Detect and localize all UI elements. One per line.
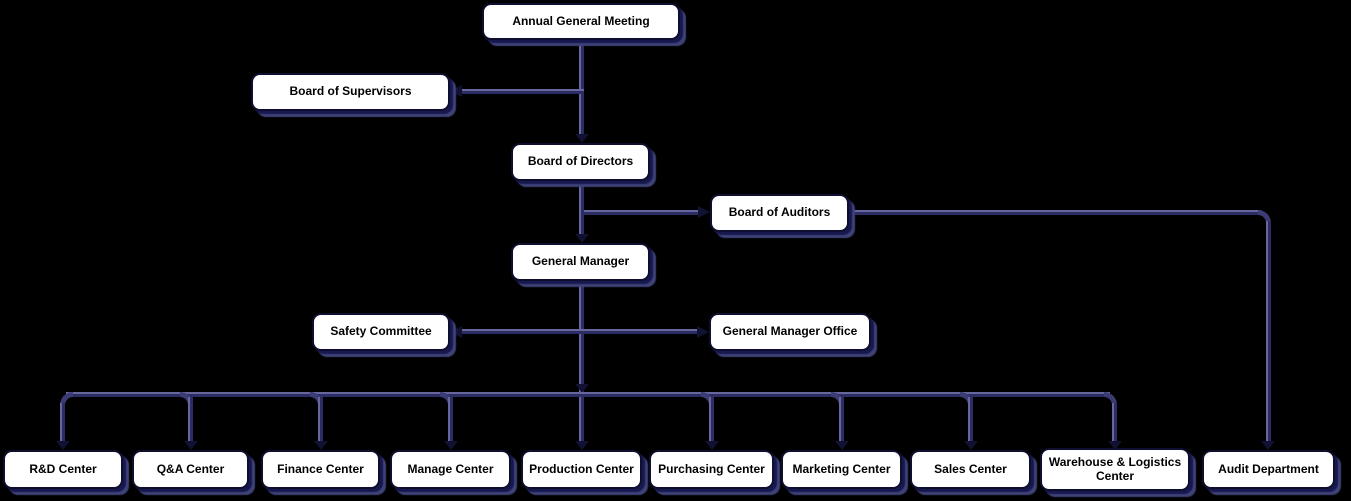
connector-bus-manage	[448, 397, 453, 442]
arrowhead-manage-icon	[444, 441, 458, 450]
connector-agm-directors	[579, 40, 584, 135]
node-board-of-supervisors[interactable]: Board of Supervisors	[251, 73, 450, 111]
connector-bus-purchasing	[709, 397, 714, 442]
arrowhead-finance-icon	[314, 441, 328, 450]
node-label: General Manager Office	[722, 324, 858, 339]
node-label: General Manager	[531, 254, 630, 269]
arrowhead-gm-icon	[575, 234, 589, 243]
node-warehouse-logistics-center[interactable]: Warehouse & Logistics Center	[1040, 448, 1190, 491]
connector-bus	[66, 392, 1110, 397]
connector-trunk-auditors	[584, 210, 700, 215]
node-production-center[interactable]: Production Center	[521, 450, 642, 489]
node-label: Manage Center	[407, 461, 494, 476]
connector-corner	[1104, 392, 1117, 405]
node-label: Annual General Meeting	[512, 13, 650, 28]
node-label: Sales Center	[934, 461, 1007, 476]
node-safety-committee[interactable]: Safety Committee	[312, 313, 450, 351]
node-label: Board of Directors	[527, 154, 634, 169]
connector-corner	[1258, 210, 1271, 223]
node-sales-center[interactable]: Sales Center	[910, 450, 1031, 489]
node-general-manager-office[interactable]: General Manager Office	[709, 313, 871, 351]
connector-bus-warehouse	[1112, 403, 1117, 443]
node-marketing-center[interactable]: Marketing Center	[781, 450, 902, 489]
arrowhead-qa-icon	[184, 441, 198, 450]
node-label: Marketing Center	[792, 461, 891, 476]
node-general-manager[interactable]: General Manager	[511, 243, 650, 281]
node-qa-center[interactable]: Q&A Center	[132, 450, 249, 489]
arrowhead-auditors-icon	[698, 206, 710, 218]
arrowhead-supervisors-icon	[450, 85, 462, 97]
arrowhead-sales-icon	[964, 441, 978, 450]
connector-bus-sales	[968, 397, 973, 442]
arrowhead-marketing-icon	[835, 441, 849, 450]
connector-safety-gmoffice	[458, 329, 699, 334]
node-label: Warehouse & Logistics Center	[1048, 454, 1182, 483]
connector-bus-production	[579, 397, 584, 442]
arrowhead-production-icon	[575, 441, 589, 450]
connector-corner	[60, 392, 73, 405]
arrowhead-gmoffice-icon	[697, 326, 709, 338]
node-board-of-auditors[interactable]: Board of Auditors	[710, 194, 849, 232]
node-purchasing-center[interactable]: Purchasing Center	[649, 450, 774, 489]
node-annual-general-meeting[interactable]: Annual General Meeting	[482, 3, 680, 40]
connector-directors-gm	[579, 179, 584, 235]
connector-bus-marketing	[839, 397, 844, 442]
arrowhead-audit-icon	[1261, 441, 1275, 450]
node-label: Purchasing Center	[658, 461, 765, 476]
arrowhead-safety-icon	[450, 326, 462, 338]
node-label: Q&A Center	[156, 461, 225, 476]
arrowhead-warehouse-icon	[1108, 441, 1122, 450]
node-label: Finance Center	[277, 461, 364, 476]
connector-auditors-right	[849, 210, 1261, 215]
node-label: Audit Department	[1218, 461, 1319, 476]
node-board-of-directors[interactable]: Board of Directors	[511, 143, 650, 181]
node-label: Safety Committee	[330, 324, 432, 339]
connector-trunk-supervisors	[458, 89, 584, 94]
arrowhead-purchasing-icon	[705, 441, 719, 450]
connector-bus-rnd	[60, 403, 65, 443]
connector-gm-bus	[579, 279, 584, 392]
node-label: R&D Center	[29, 461, 97, 476]
node-rd-center[interactable]: R&D Center	[3, 450, 123, 489]
arrowhead-bus-junction-icon	[575, 384, 589, 393]
arrowhead-directors-icon	[575, 134, 589, 143]
connector-bus-finance	[318, 397, 323, 442]
node-label: Board of Auditors	[728, 205, 831, 220]
connector-bus-qa	[188, 397, 193, 442]
node-label: Production Center	[529, 461, 634, 476]
node-audit-department[interactable]: Audit Department	[1202, 450, 1335, 489]
arrowhead-rnd-icon	[56, 441, 70, 450]
node-label: Board of Supervisors	[289, 84, 412, 99]
connector-right-audit	[1266, 221, 1271, 442]
node-finance-center[interactable]: Finance Center	[261, 450, 380, 489]
node-manage-center[interactable]: Manage Center	[390, 450, 511, 489]
